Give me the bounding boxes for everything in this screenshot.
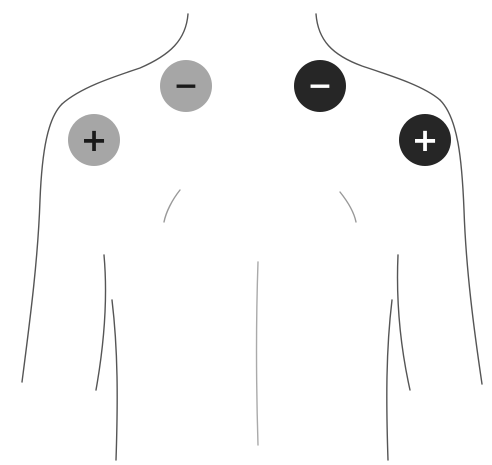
neck-left-line xyxy=(61,13,189,105)
electrode-symbol: − xyxy=(307,69,332,104)
left-torso-side-line xyxy=(111,299,118,461)
right-torso-side-line xyxy=(386,299,393,461)
sternum-line xyxy=(255,261,259,446)
electrode-left-lower: + xyxy=(68,114,120,166)
electrode-pad xyxy=(68,114,120,166)
electrode-pad xyxy=(294,60,346,112)
right-inner-arm-line xyxy=(396,254,411,391)
left-chest-curve xyxy=(163,189,181,223)
right-chest-curve xyxy=(339,191,357,223)
electrode-pad xyxy=(160,60,212,112)
right-arm-outer-line xyxy=(439,99,483,385)
electrode-symbol: − xyxy=(173,69,198,104)
left-arm-outer-line xyxy=(21,103,63,383)
electrode-left-upper: − xyxy=(160,60,212,112)
electrode-right-lower: + xyxy=(399,114,451,166)
electrode-right-upper: − xyxy=(294,60,346,112)
left-inner-arm-line xyxy=(95,254,107,391)
neck-right-line xyxy=(315,13,441,101)
electrode-symbol: + xyxy=(81,121,108,159)
electrode-pad xyxy=(399,114,451,166)
body-outline xyxy=(21,13,483,461)
electrode-symbol: + xyxy=(412,121,439,159)
